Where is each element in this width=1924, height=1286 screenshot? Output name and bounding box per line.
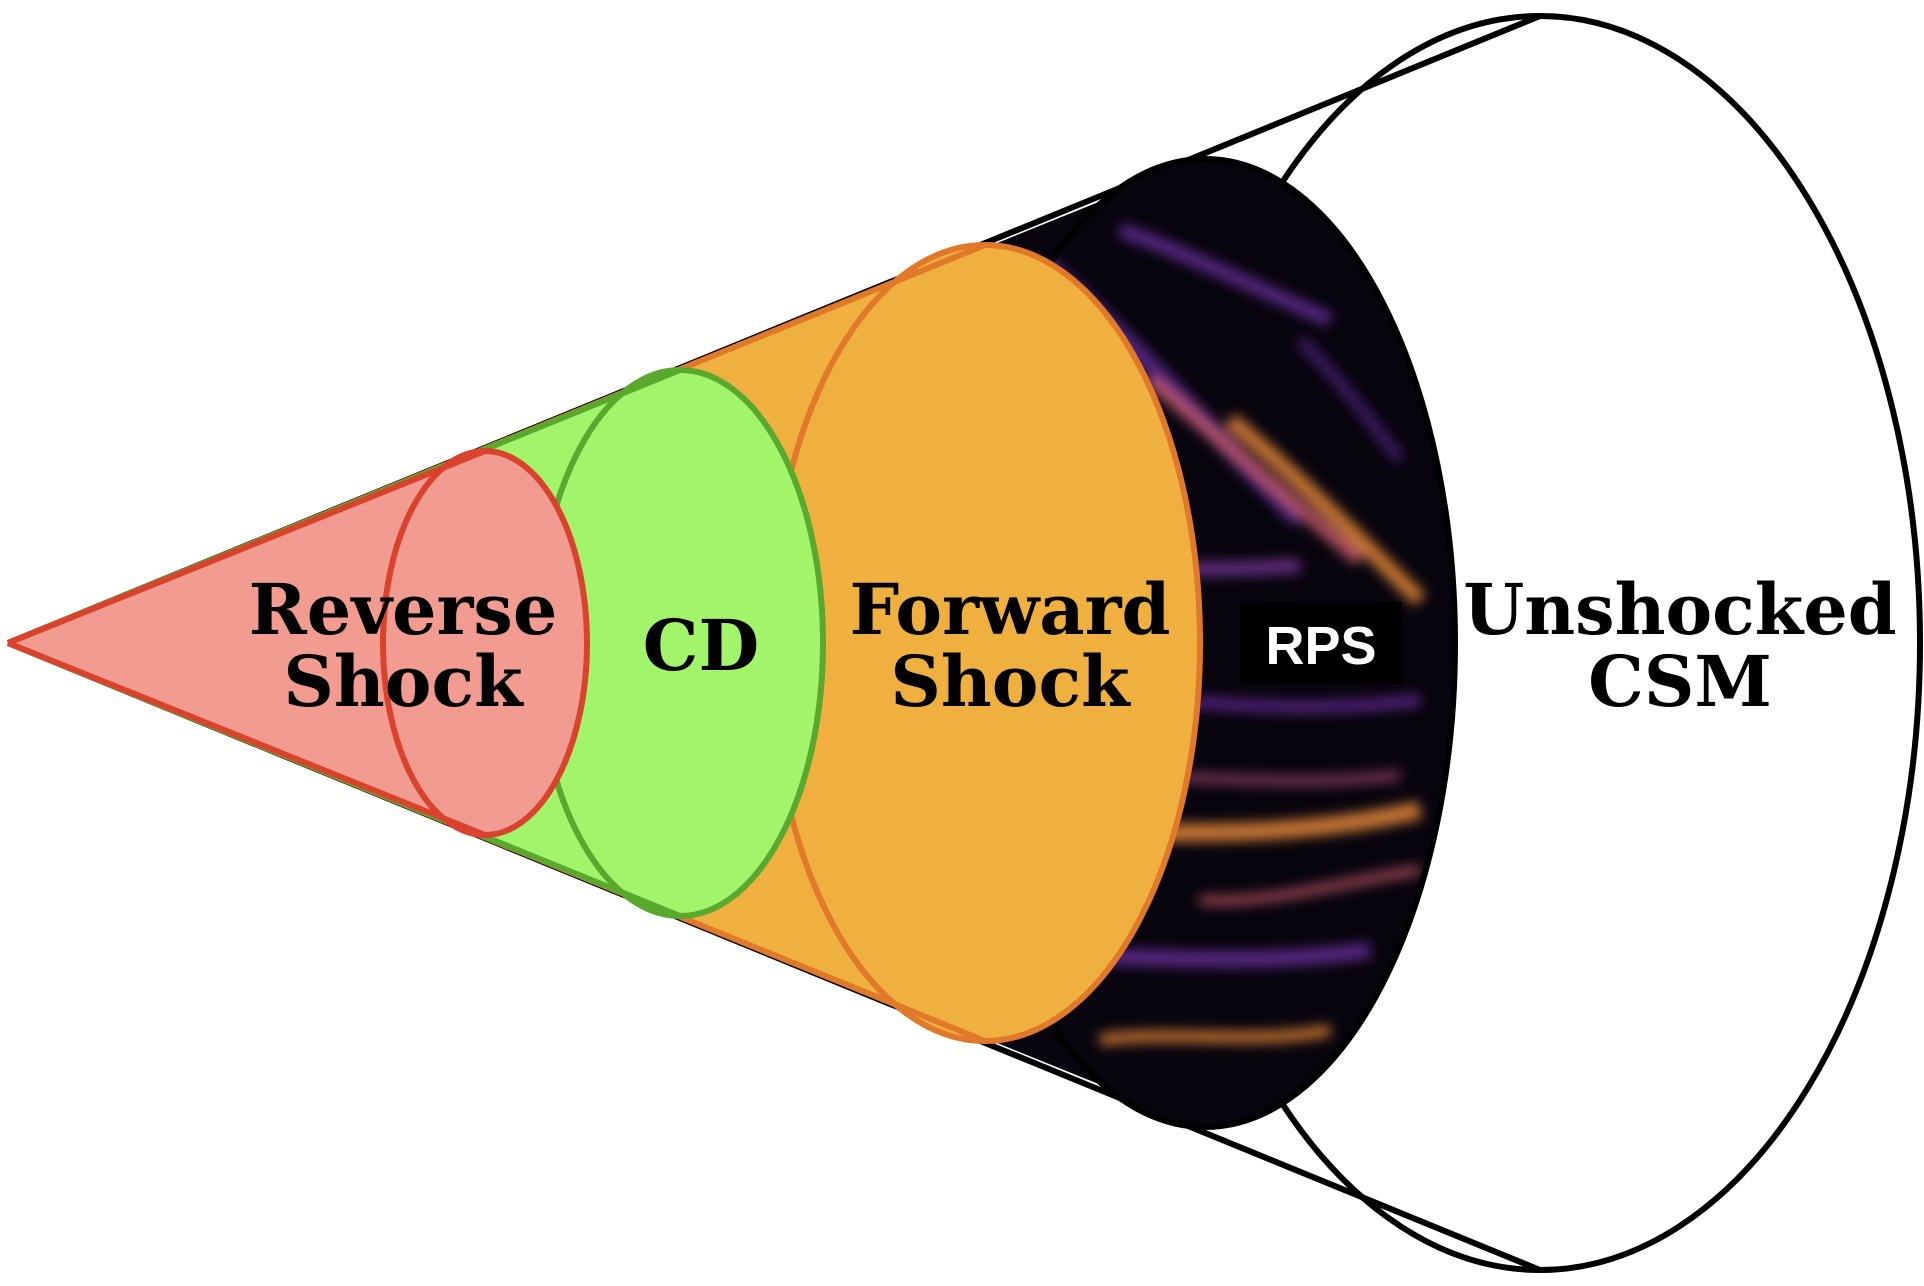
- reverse-shock-top-edge: [6, 448, 487, 646]
- reverse-shock-label-line1: Reverse: [249, 568, 558, 651]
- reverse-shock-cone-body: [8, 451, 485, 835]
- forward-shock-label-line1: Forward: [850, 568, 1171, 651]
- forward-shock-label-line2: Shock: [890, 640, 1131, 723]
- rps-label-background: [1240, 602, 1402, 684]
- reverse-shock-label-line2: Shock: [283, 640, 524, 723]
- unshocked-csm-label-line2: CSM: [1588, 640, 1772, 723]
- cd-label: CD: [643, 604, 759, 687]
- rps-label: RPS: [1265, 616, 1376, 676]
- unshocked-csm-label-line1: Unshocked: [1463, 568, 1897, 651]
- reverse-shock-region: [6, 448, 590, 838]
- diagram-labels: Reverse Shock CD Forward Shock RPS Unsho…: [249, 568, 1897, 723]
- reverse-shock-bottom-edge: [6, 640, 487, 838]
